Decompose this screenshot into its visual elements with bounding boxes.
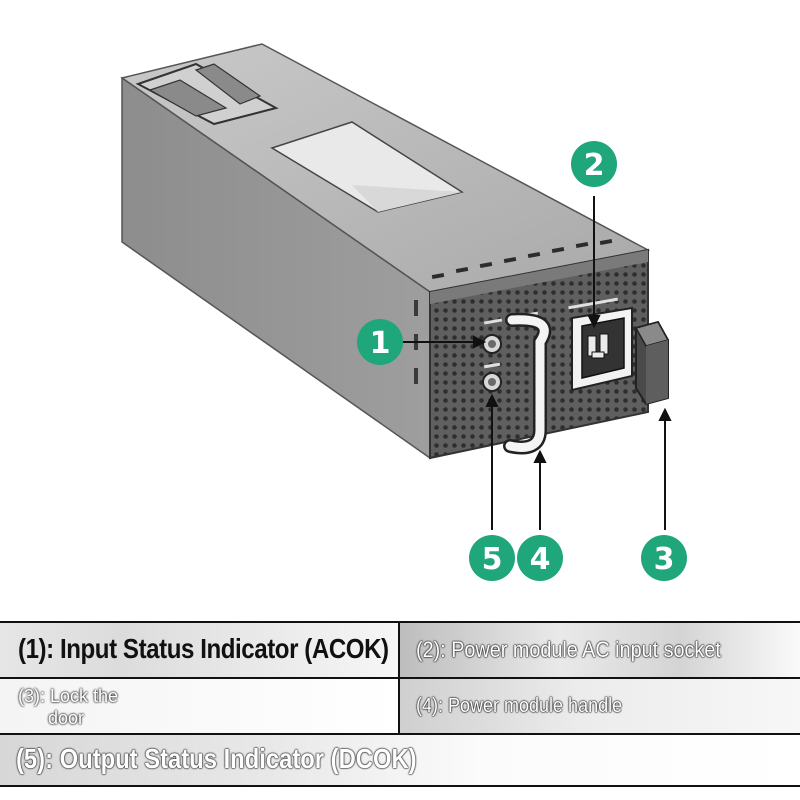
legend-cell-5: (5): Output Status Indicator (DCOK) [0,735,800,785]
legend-cell-2: (2): Power module AC input socket [400,623,800,677]
legend-row-2: (3): Lock the door (4): Power module han… [0,679,800,735]
legend-item-3-line2: door [48,708,85,728]
acok-led [482,334,502,354]
callout-1-number: 1 [370,326,391,361]
callout-2-number: 2 [584,148,605,183]
callout-4-number: 4 [530,542,551,577]
legend-item-3-line1: (3): Lock the [18,686,119,706]
power-module-diagram: 1 2 3 4 5 [120,43,687,581]
callout-1: 1 [357,319,403,365]
callout-5: 5 [469,535,515,581]
ac-input-socket [571,306,633,392]
callout-3: 3 [641,535,687,581]
legend-item-2: (2): Power module AC input socket [416,637,721,662]
legend-cell-1: (1): Input Status Indicator (ACOK) [0,623,400,677]
callout-2: 2 [571,141,617,187]
legend-table: (1): Input Status Indicator (ACOK) (2): … [0,621,800,787]
legend-row-1: (1): Input Status Indicator (ACOK) (2): … [0,623,800,679]
legend-cell-4: (4): Power module handle [400,679,800,733]
legend-item-4: (4): Power module handle [416,695,623,717]
legend-item-5: (5): Output Status Indicator (DCOK) [16,743,417,774]
legend-item-3: (3): Lock the door [18,685,158,729]
leader-lines [402,196,672,530]
legend-item-1: (1): Input Status Indicator (ACOK) [18,633,389,664]
power-module-body [120,43,651,460]
legend-row-3: (5): Output Status Indicator (DCOK) [0,735,800,785]
callout-5-number: 5 [482,542,503,577]
legend-cell-3: (3): Lock the door [0,679,400,733]
dcok-led [482,372,502,392]
callout-3-number: 3 [654,542,675,577]
lock-latch [634,320,670,406]
module-handle [503,312,552,455]
callout-4: 4 [517,535,563,581]
